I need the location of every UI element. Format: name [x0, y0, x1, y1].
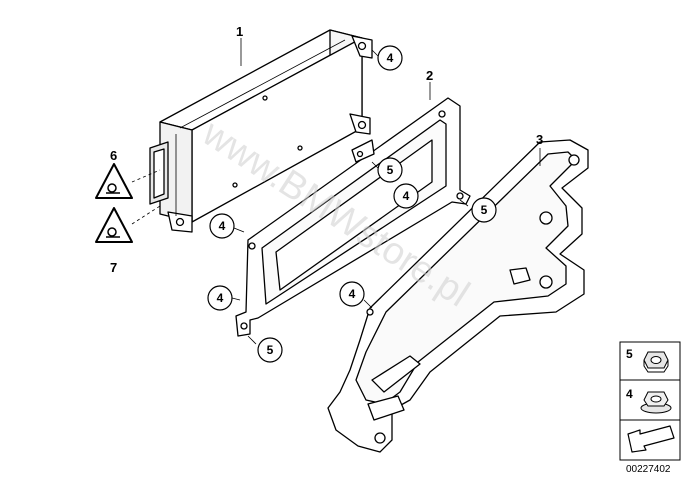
part-7-warning-label: [95, 207, 133, 243]
nut-icon: [643, 351, 669, 373]
leader-lines: [131, 38, 541, 345]
part-label-6: 6: [110, 148, 117, 163]
part-label-3: 3: [536, 132, 543, 147]
callout-5-a: 5: [377, 157, 403, 183]
callout-5-b-text: 5: [481, 203, 488, 217]
part-3-bracket: [327, 139, 589, 453]
flange-nut-icon: [640, 391, 672, 414]
callout-4-e: 4: [339, 281, 365, 307]
callout-4-c: 4: [209, 213, 235, 239]
callout-4-e-text: 4: [349, 287, 356, 301]
legend-number-5: 5: [626, 347, 633, 361]
callout-5-a-text: 5: [387, 163, 394, 177]
callout-4-a-text: 4: [387, 51, 394, 65]
part-label-7: 7: [110, 260, 117, 275]
callout-5-c: 5: [257, 337, 283, 363]
callout-4-a: 4: [377, 45, 403, 71]
callout-4-b-text: 4: [403, 189, 410, 203]
callout-4-d: 4: [207, 285, 233, 311]
part-label-2: 2: [426, 68, 433, 83]
part-1-control-unit: [149, 29, 373, 233]
callout-4-b: 4: [393, 183, 419, 209]
callout-4-c-text: 4: [219, 219, 226, 233]
part-label-1: 1: [236, 24, 243, 39]
callout-4-d-text: 4: [217, 291, 224, 305]
reference-number: 00227402: [626, 464, 671, 475]
direction-arrow-icon: [627, 425, 675, 453]
legend-number-4: 4: [626, 387, 633, 401]
callout-5-c-text: 5: [267, 343, 274, 357]
callout-5-b: 5: [471, 197, 497, 223]
legend-panel: 5 4: [619, 341, 681, 461]
part-6-warning-label: [95, 163, 133, 199]
